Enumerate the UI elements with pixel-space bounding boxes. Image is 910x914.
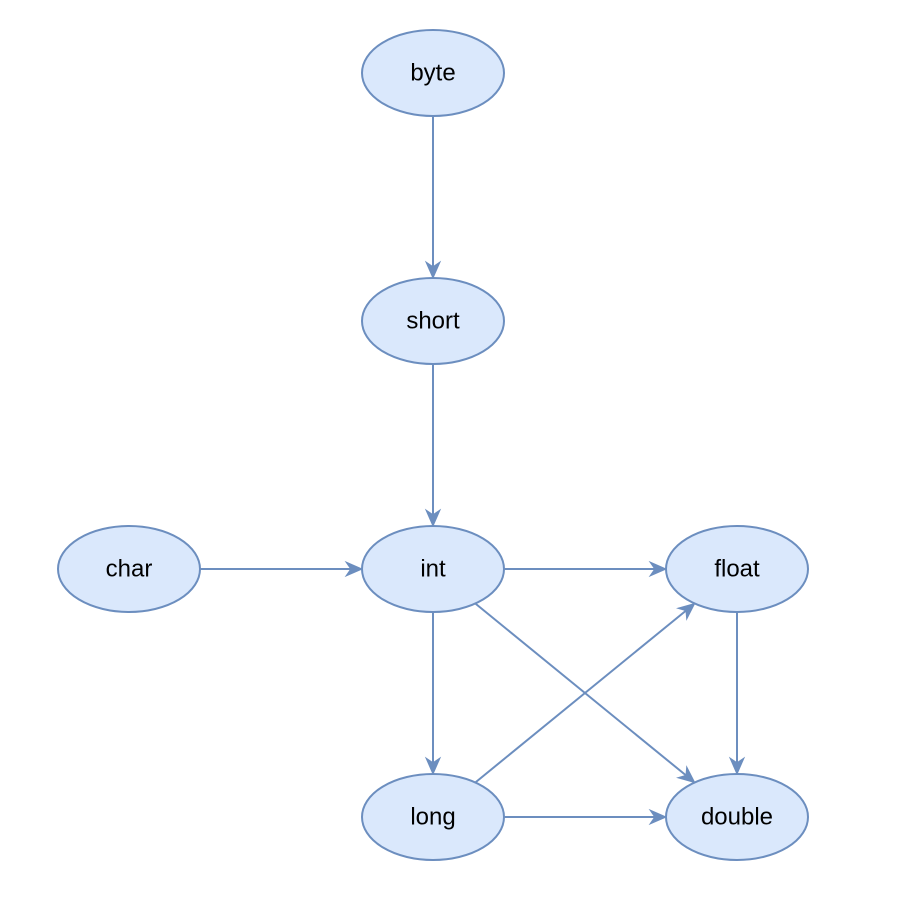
edge-int-to-long xyxy=(424,612,442,776)
node-int-label: int xyxy=(420,556,446,583)
node-byte-label: byte xyxy=(410,60,455,87)
node-long-label: long xyxy=(410,804,455,831)
arrowhead-int-to-float xyxy=(648,560,668,578)
node-double: double xyxy=(665,773,809,861)
edge-long-to-double xyxy=(504,808,668,826)
arrowhead-float-to-double xyxy=(728,756,746,776)
edge-int-to-float xyxy=(504,560,668,578)
arrowhead-long-to-float xyxy=(676,602,696,621)
node-float: float xyxy=(665,525,809,613)
arrowhead-int-to-long xyxy=(424,756,442,776)
node-float-shape xyxy=(665,525,809,613)
node-long: long xyxy=(361,773,505,861)
node-char-label: char xyxy=(106,556,153,583)
arrowhead-int-to-double xyxy=(676,765,696,784)
node-byte: byte xyxy=(361,29,505,117)
node-short: short xyxy=(361,277,505,365)
arrowhead-char-to-int xyxy=(344,560,364,578)
edge-byte-to-short xyxy=(424,116,442,280)
edge-short-to-int xyxy=(424,364,442,528)
node-byte-shape xyxy=(361,29,505,117)
node-double-shape xyxy=(665,773,809,861)
edge-int-to-double xyxy=(474,602,696,784)
edges-layer xyxy=(200,116,746,826)
node-char-shape xyxy=(57,525,201,613)
arrowhead-byte-to-short xyxy=(424,260,442,280)
node-int-shape xyxy=(361,525,505,613)
node-double-label: double xyxy=(701,804,773,831)
edge-line-long-to-float xyxy=(474,609,687,784)
nodes-layer: byte short char int float long double xyxy=(57,29,809,861)
arrowhead-short-to-int xyxy=(424,508,442,528)
edge-long-to-float xyxy=(474,602,696,784)
node-int: int xyxy=(361,525,505,613)
edge-float-to-double xyxy=(728,612,746,776)
node-long-shape xyxy=(361,773,505,861)
node-float-label: float xyxy=(714,556,760,583)
node-short-shape xyxy=(361,277,505,365)
edge-line-int-to-double xyxy=(474,602,687,777)
node-char: char xyxy=(57,525,201,613)
arrowhead-long-to-double xyxy=(648,808,668,826)
edge-char-to-int xyxy=(200,560,364,578)
node-short-label: short xyxy=(406,308,460,335)
